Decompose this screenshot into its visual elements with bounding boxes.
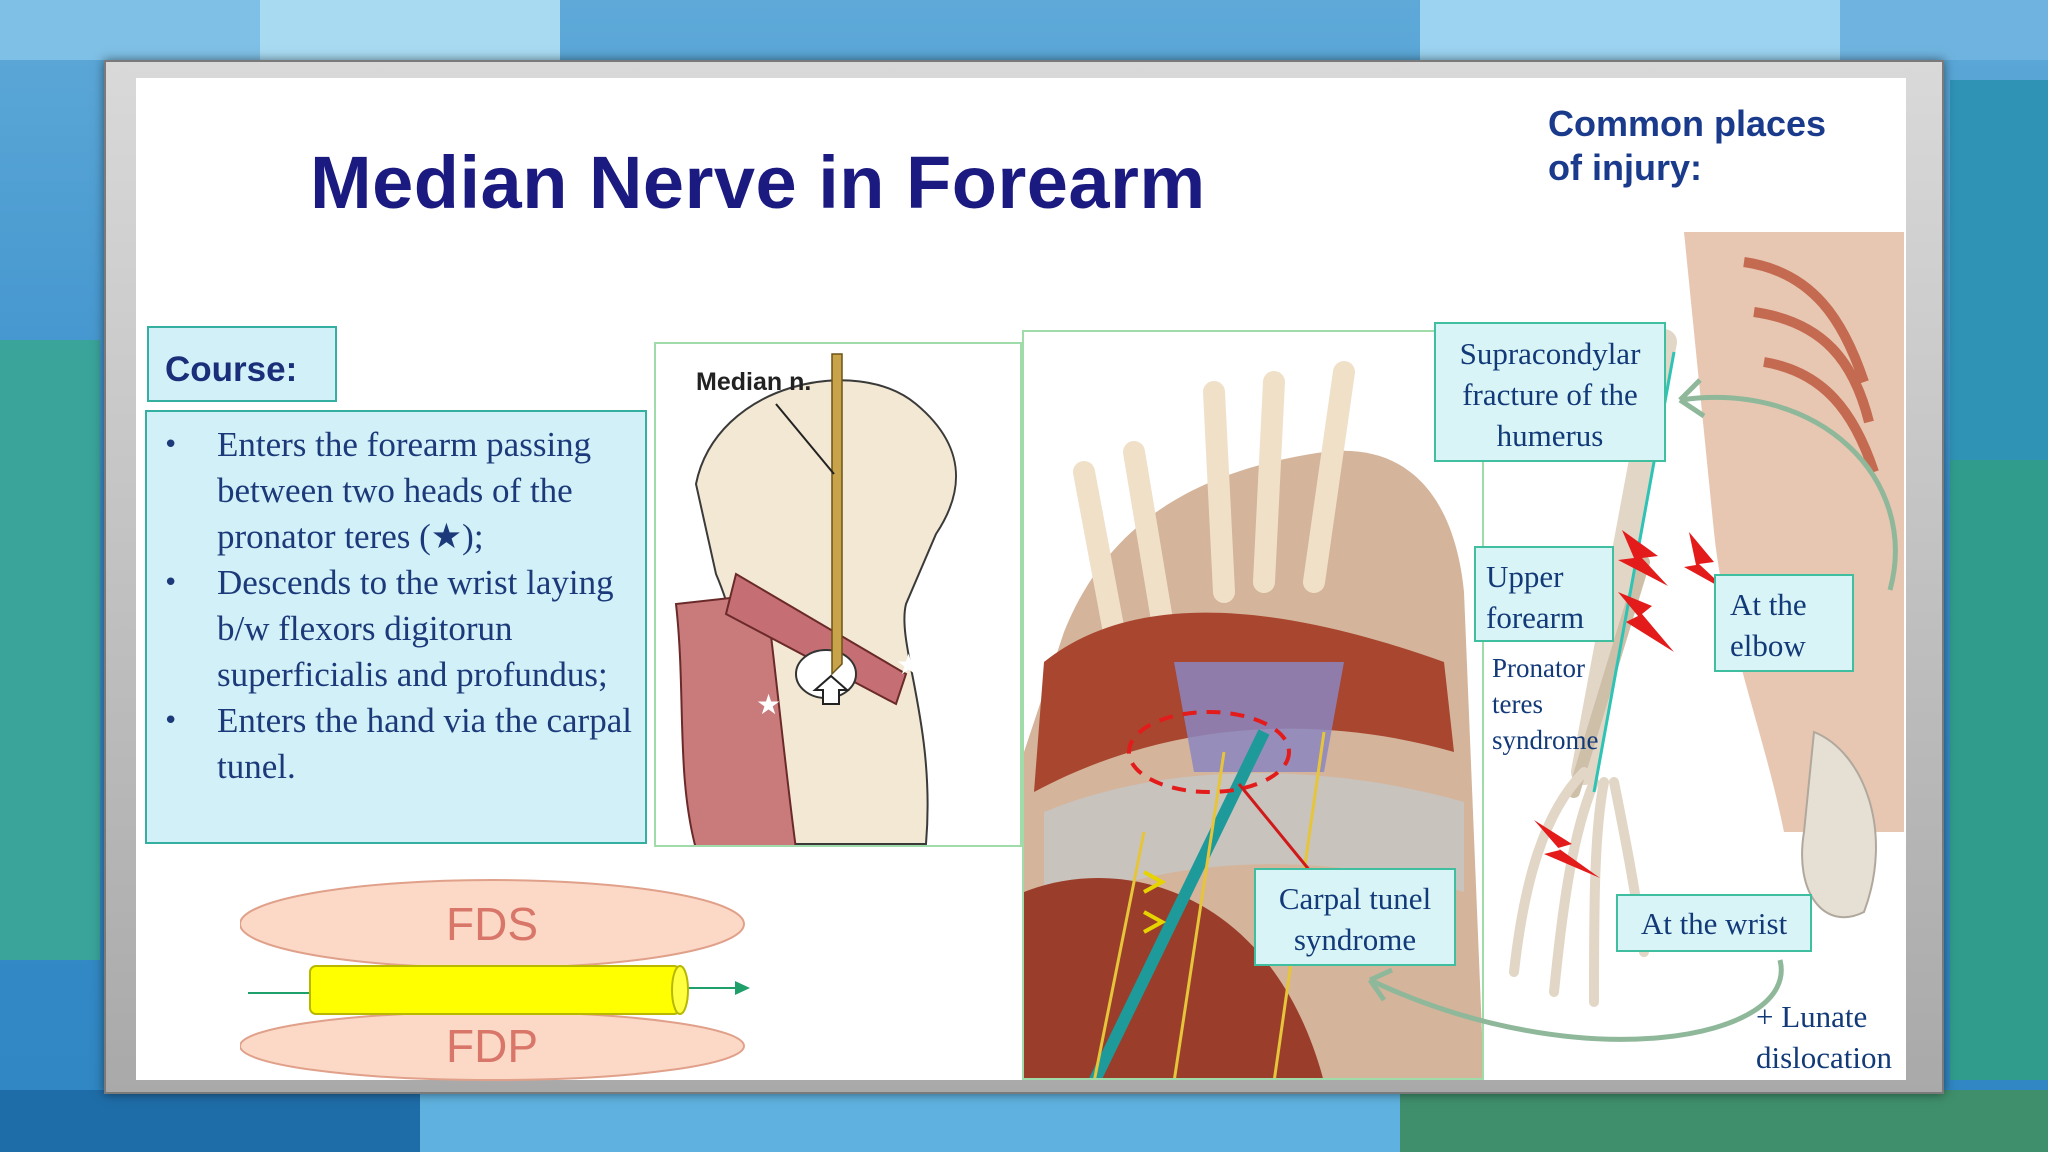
median-nerve-tube (309, 965, 681, 1015)
bullet-icon: • (163, 430, 179, 460)
at-elbow-label: At the elbow (1714, 574, 1854, 672)
bg-tile (1420, 0, 1840, 60)
bg-tile (260, 0, 560, 60)
lunate-label: + Lunate dislocation (1756, 999, 1893, 1075)
course-item-text: Descends to the wrist laying b/w flexors… (217, 563, 614, 694)
bg-tile (1950, 460, 2048, 1080)
supracondylar-label: Supracondylar fracture of the humerus (1434, 322, 1666, 462)
course-item: • Enters the hand via the carpal tunel. (163, 698, 637, 790)
course-item: • Enters the forearm passing between two … (163, 422, 637, 560)
tube-end (671, 965, 689, 1015)
lightning-icon (1684, 532, 1729, 592)
course-item: • Descends to the wrist laying b/w flexor… (163, 560, 637, 698)
svg-text:★: ★ (896, 648, 921, 681)
bullet-icon: • (163, 706, 179, 736)
bg-tile (0, 1090, 420, 1152)
lightning-icon (1618, 592, 1674, 652)
course-label: Course: (147, 326, 337, 402)
elbow-illustration: ★ ★ Median n. (654, 342, 1022, 847)
bg-tile (420, 1090, 1400, 1152)
fds-label: FDS (446, 898, 538, 950)
bg-tile (0, 0, 260, 60)
lightning-icon (1534, 820, 1600, 878)
injury-heading: Common places of injury: (1548, 103, 1827, 188)
fds-fdp-schematic: FDS FDP (240, 879, 750, 1081)
arrow-head-icon (735, 981, 750, 995)
bg-tile (1950, 80, 2048, 460)
bg-tile (1840, 0, 2048, 60)
fdp-label: FDP (446, 1020, 538, 1072)
pronator-syndrome-label: Pronator teres syndrome (1492, 653, 1599, 755)
course-item-text: Enters the hand via the carpal tunel. (217, 701, 632, 786)
bullet-icon: • (163, 568, 179, 598)
bg-tile (0, 340, 100, 960)
svg-text:★: ★ (756, 688, 781, 721)
injury-arrows (1367, 378, 1898, 1042)
lightning-icon (1618, 530, 1668, 586)
elbow-illustration-svg: ★ ★ Median n. (674, 353, 957, 845)
upper-forearm-label: Upper forearm (1474, 546, 1614, 642)
course-box: • Enters the forearm passing between two … (145, 410, 647, 844)
slide-title: Median Nerve in Forearm (310, 141, 1206, 224)
course-list: • Enters the forearm passing between two … (147, 412, 645, 790)
bg-tile (1400, 1090, 2048, 1152)
carpal-tunnel-label: Carpal tunel syndrome (1254, 868, 1456, 966)
median-nerve-label: Median n. (696, 368, 811, 396)
course-item-text: Enters the forearm passing between two h… (217, 425, 592, 556)
at-wrist-label: At the wrist (1616, 894, 1812, 952)
